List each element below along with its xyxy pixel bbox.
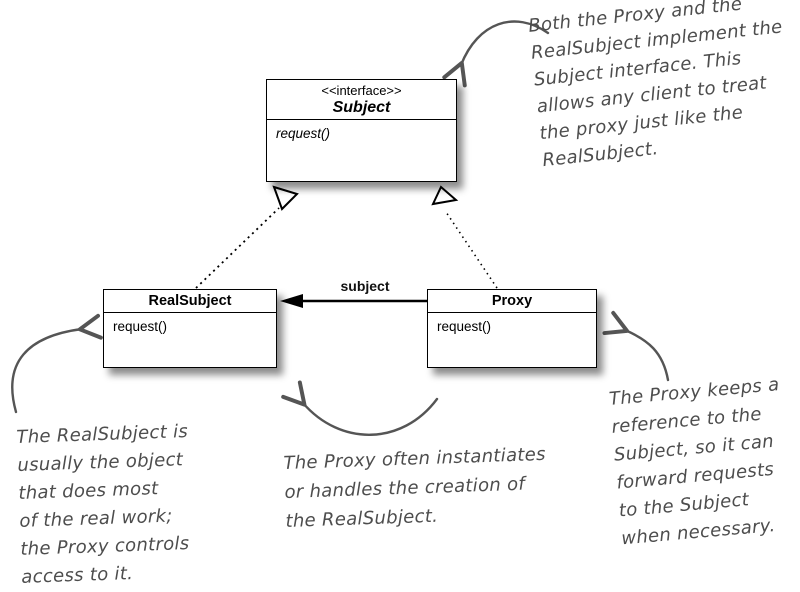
realization-line-realsubject: [195, 207, 280, 289]
annotation-top-right: Both the Proxy and the RealSubject imple…: [527, 0, 795, 174]
annotation-line: usually the object: [17, 449, 184, 476]
hand-arrow-to-realsubject: [11, 313, 103, 414]
association-arrowhead: [280, 294, 303, 308]
stereotype-label: <<interface>>: [321, 82, 402, 98]
class-box-proxy: Proxy request(): [427, 289, 597, 368]
class-methods-subject: request(): [267, 120, 456, 147]
annotation-line: access to it.: [20, 563, 134, 588]
class-name-proxy: Proxy: [491, 293, 533, 309]
class-header-realsubject: RealSubject: [104, 290, 276, 313]
annotation-line: the Proxy controls: [20, 533, 190, 560]
method-request-subject: request(): [276, 126, 331, 141]
method-request-proxy: request(): [437, 319, 492, 334]
hand-arrow-to-subject: [442, 20, 550, 88]
class-header-proxy: Proxy: [428, 290, 596, 313]
class-box-subject: <<interface>> Subject request(): [266, 79, 457, 182]
annotation-bottom-middle: The Proxy often instantiates or handles …: [283, 440, 548, 536]
association-label: subject: [340, 278, 390, 294]
class-header-subject: <<interface>> Subject: [267, 80, 456, 120]
method-request-realsubject: request(): [113, 319, 168, 334]
annotation-bottom-left: The RealSubject is usually the object th…: [16, 418, 193, 592]
class-box-realsubject: RealSubject request(): [103, 289, 277, 368]
hand-arrow-to-proxy: [602, 310, 670, 382]
class-name-subject: Subject: [332, 98, 391, 116]
realization-triangle-right: [431, 185, 459, 206]
hand-arrow-to-creation: [281, 380, 439, 436]
class-methods-proxy: request(): [428, 313, 596, 340]
class-name-realsubject: RealSubject: [148, 293, 232, 309]
annotation-bottom-right: The Proxy keeps a reference to the Subje…: [608, 371, 793, 553]
realization-line-proxy: [445, 211, 498, 289]
class-methods-realsubject: request(): [104, 313, 276, 340]
realization-triangle-left: [272, 185, 299, 211]
